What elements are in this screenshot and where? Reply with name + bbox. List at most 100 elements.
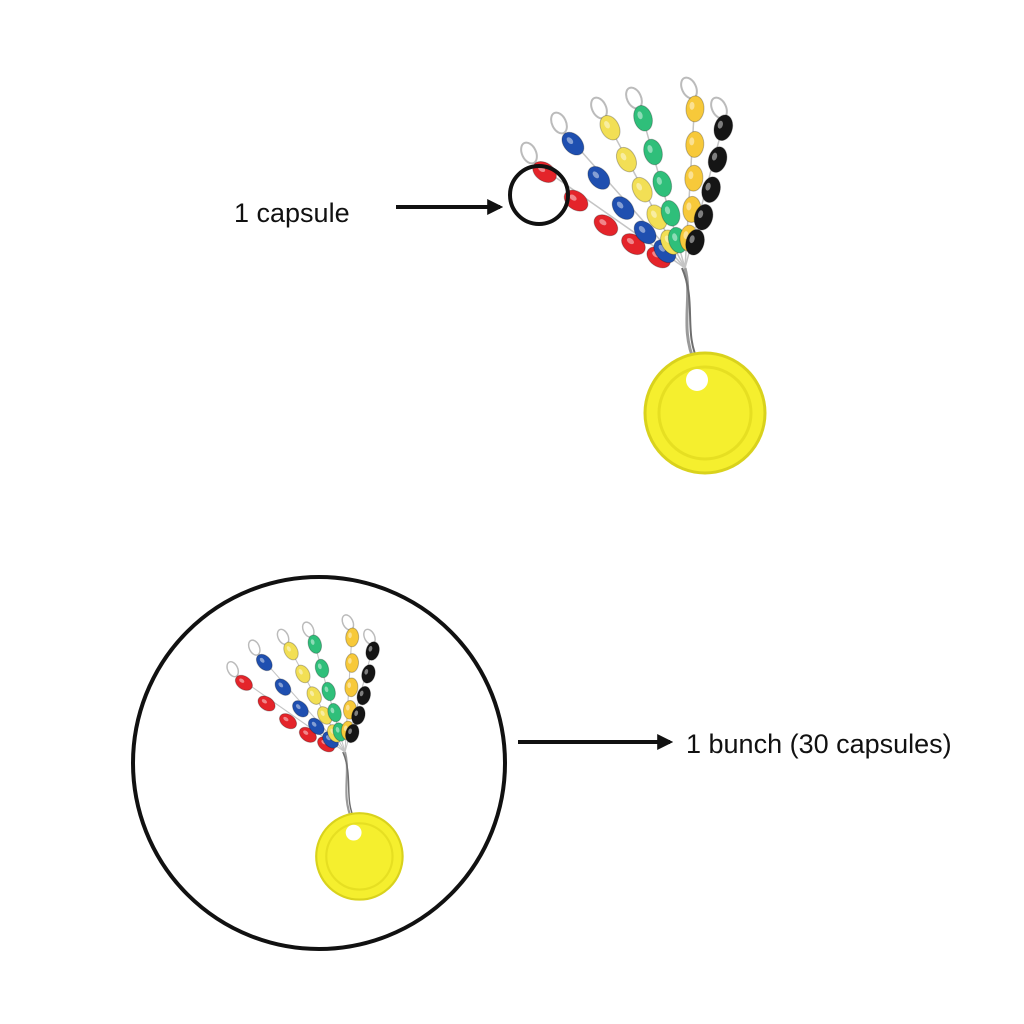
capsule — [292, 700, 309, 718]
capsule-highlight — [647, 145, 653, 153]
capsule-highlight — [717, 120, 723, 129]
capsule — [321, 681, 336, 702]
capsule-highlight — [672, 233, 678, 242]
capsule-highlight — [656, 177, 662, 185]
capsule-highlight — [286, 646, 291, 652]
capsule-highlight — [278, 682, 284, 688]
capsule — [693, 203, 714, 231]
capsule-highlight — [689, 137, 695, 146]
capsule-highlight — [239, 678, 245, 683]
capsule-highlight — [364, 668, 369, 675]
capsule-highlight — [637, 111, 643, 120]
capsule — [633, 220, 657, 245]
capsule — [306, 686, 322, 705]
capsule-highlight — [303, 730, 309, 735]
bunch-label: 1 bunch (30 capsules) — [686, 729, 952, 759]
capsule-highlight — [310, 639, 315, 645]
capsule — [327, 702, 342, 723]
capsule — [345, 723, 360, 744]
capsule — [561, 131, 585, 156]
capsule-highlight — [636, 182, 643, 191]
capsule — [701, 176, 721, 203]
capsule-highlight — [686, 202, 692, 211]
float-stopper-bunch-large — [520, 76, 767, 475]
capsule — [684, 164, 704, 192]
capsule-highlight — [705, 182, 711, 191]
capsule — [707, 146, 728, 173]
capsule-highlight — [604, 121, 610, 129]
capsule-highlight — [283, 716, 289, 722]
capsule-highlight — [368, 646, 373, 652]
capsule — [611, 196, 635, 220]
capsule-highlight — [298, 669, 303, 675]
disc-ring — [325, 822, 394, 891]
disc-hole — [686, 369, 708, 391]
capsule — [652, 170, 673, 198]
wire-twist — [683, 267, 697, 364]
capsule — [685, 130, 705, 158]
capsule-highlight — [688, 171, 694, 180]
disc-sinker — [643, 351, 767, 475]
capsule-highlight — [566, 137, 574, 145]
bunch-highlight-circle — [131, 575, 507, 951]
capsule — [615, 146, 637, 173]
capsule-highlight — [335, 726, 340, 733]
capsule — [274, 678, 292, 696]
capsule-highlight — [309, 690, 315, 697]
capsule-highlight — [664, 206, 671, 215]
capsule — [257, 695, 276, 712]
capsule-highlight — [592, 171, 600, 179]
capsule — [283, 641, 299, 661]
capsule-highlight-circle — [508, 164, 570, 226]
disc-hole — [345, 824, 362, 841]
capsule-label: 1 capsule — [234, 198, 350, 228]
strand-loop — [550, 111, 568, 135]
capsule — [643, 138, 663, 166]
capsule — [365, 641, 380, 661]
capsule-highlight — [354, 710, 359, 717]
capsule-highlight — [261, 699, 267, 704]
capsule-highlight — [320, 710, 325, 716]
capsule-highlight — [343, 725, 348, 732]
disc-sinker — [315, 812, 404, 901]
capsule — [660, 200, 681, 227]
strand-loop — [226, 660, 240, 678]
capsule — [587, 165, 611, 190]
capsule-highlight — [626, 238, 635, 245]
capsule-highlight — [569, 194, 577, 201]
capsule — [307, 717, 325, 736]
disc-ring — [657, 365, 753, 461]
capsule-highlight — [348, 632, 352, 639]
capsule-highlight — [638, 225, 646, 233]
capsule — [351, 705, 366, 726]
capsule — [593, 214, 619, 237]
capsule — [279, 713, 298, 730]
capsule — [685, 228, 705, 256]
capsule-highlight — [347, 682, 352, 689]
capsule — [255, 653, 273, 672]
capsule — [631, 176, 653, 203]
capsule — [295, 664, 311, 684]
capsule-highlight — [330, 707, 335, 714]
capsule-highlight — [348, 657, 352, 664]
capsule — [344, 677, 359, 698]
capsule — [356, 685, 371, 706]
capsule-highlight — [616, 201, 624, 209]
capsule-highlight — [359, 690, 364, 697]
capsule-highlight — [683, 231, 689, 240]
capsule-highlight — [697, 210, 704, 219]
capsule-highlight — [711, 152, 718, 161]
capsule — [713, 114, 734, 141]
capsule — [599, 114, 621, 141]
capsule — [345, 627, 360, 648]
capsule-highlight — [650, 210, 657, 218]
capsule — [234, 674, 253, 691]
capsule-highlight — [259, 657, 265, 663]
capsule — [633, 105, 653, 132]
capsule-highlight — [295, 704, 301, 710]
capsule-highlight — [324, 686, 329, 693]
capsule — [307, 634, 323, 654]
capsule-highlight — [620, 152, 627, 161]
capsule-highlight — [689, 235, 695, 244]
